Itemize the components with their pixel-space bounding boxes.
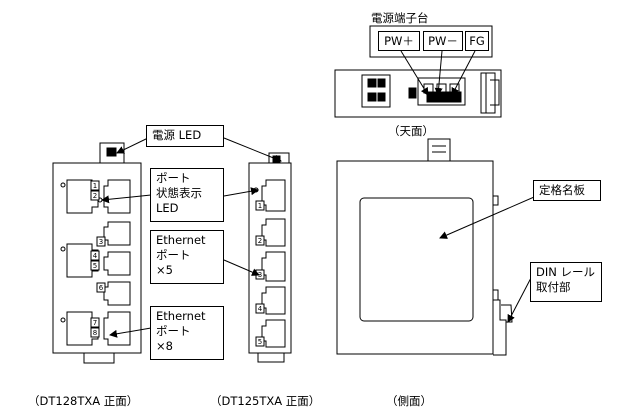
power-led-label: 電源 LED — [152, 128, 202, 142]
port-status-led-callout: ポート 状態表示 LED — [150, 168, 224, 222]
dt125-caption: （DT125TXA 正面） — [210, 394, 321, 408]
leader-arrows — [101, 137, 542, 338]
fg-terminal-label: FG — [465, 31, 489, 51]
rating-plate-callout: 定格名板 — [533, 180, 601, 201]
side-view-device — [336, 138, 513, 356]
side-view-caption: （側面） — [386, 394, 432, 408]
ethernet-x8-line-1: Ethernet — [156, 309, 206, 323]
port-number: 5 — [93, 262, 97, 270]
terminal-arrows — [400, 50, 476, 96]
port-number: 1 — [93, 182, 97, 190]
dt125-port-number-boxes — [255, 200, 265, 347]
terminal-group-frame — [369, 25, 493, 58]
port-number: 5 — [258, 338, 262, 346]
port-number: 3 — [99, 238, 103, 246]
port-status-led-line-3: LED — [156, 201, 179, 215]
ethernet-x8-callout: Ethernet ポート ×8 — [150, 306, 224, 360]
ethernet-x5-callout: Ethernet ポート ×5 — [150, 230, 224, 284]
port-number: 4 — [258, 305, 263, 313]
port-status-led-line-2: 状態表示 — [156, 186, 202, 200]
ethernet-x5-line-3: ×5 — [156, 263, 173, 277]
power-led-callout: 電源 LED — [146, 125, 224, 147]
ethernet-x8-line-2: ポート — [156, 324, 191, 338]
port-status-led-line-1: ポート — [156, 171, 191, 185]
din-rail-line-1: DIN レール — [536, 265, 596, 279]
pw-plus-terminal-label: PW＋ — [378, 31, 420, 51]
ethernet-x8-line-3: ×8 — [156, 339, 173, 353]
port-number: 1 — [258, 202, 262, 210]
dt125-port-numbers: 1 2 3 4 5 — [258, 202, 263, 346]
ethernet-x5-line-2: ポート — [156, 248, 191, 262]
port-number: 8 — [93, 329, 97, 337]
port-number: 4 — [93, 252, 98, 260]
din-rail-line-2: 取付部 — [536, 280, 571, 294]
dt128-port-number-boxes — [90, 180, 106, 338]
top-view-device — [334, 69, 502, 118]
din-rail-callout: DIN レール 取付部 — [530, 262, 602, 302]
port-number: 6 — [99, 284, 104, 292]
port-number: 2 — [258, 237, 262, 245]
port-number: 2 — [93, 192, 97, 200]
dt128-caption: （DT128TXA 正面） — [28, 394, 139, 408]
ethernet-x5-line-1: Ethernet — [156, 233, 206, 247]
pw-minus-terminal-label: PW－ — [423, 31, 463, 51]
port-number: 3 — [258, 271, 262, 279]
top-view-caption: （天面） — [388, 124, 434, 138]
dt125-device — [248, 152, 292, 363]
rating-plate-label: 定格名板 — [539, 183, 585, 197]
power-terminal-title: 電源端子台 — [371, 11, 429, 25]
port-number: 7 — [93, 319, 97, 327]
dt128-port-numbers: 1 2 3 4 5 6 7 8 — [93, 182, 104, 337]
